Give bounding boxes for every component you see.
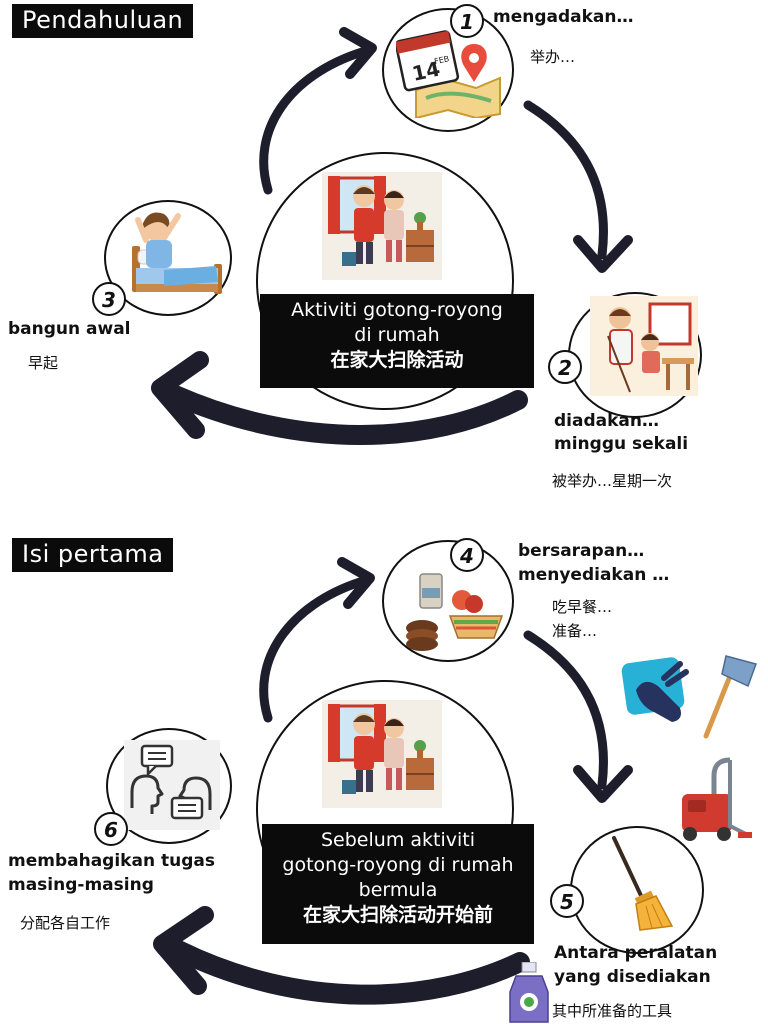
step-1-number: 1	[450, 4, 484, 38]
step-6-label: membahagikan tugas	[8, 851, 215, 871]
step-2-cn: 被举办…星期一次	[552, 472, 673, 490]
step-3-cn: 早起	[28, 354, 59, 372]
step-5-label: Antara peralatan	[554, 943, 718, 963]
center-line: bermula	[358, 879, 438, 901]
step-6-number: 6	[94, 812, 128, 846]
step-4-cn: 吃早餐…	[552, 598, 613, 616]
step-3-number: 3	[92, 282, 126, 316]
breakfast-food-icon	[406, 573, 504, 651]
center-line: gotong-royong di rumah	[282, 854, 514, 876]
step-4-circle	[382, 540, 514, 662]
step-4-label: bersarapan…	[518, 541, 645, 561]
child-waking-up-icon	[132, 212, 222, 294]
step-5-label: yang disediakan	[554, 967, 711, 987]
section-tag-isi-pertama: Isi pertama	[12, 538, 174, 572]
center-line: Sebelum aktiviti	[321, 829, 475, 851]
svg-text:FEB: FEB	[433, 54, 450, 66]
step-1-label: mengadakan…	[493, 7, 634, 27]
step-2-label: minggu sekali	[554, 434, 689, 454]
center-title-box: Sebelum aktiviti gotong-royong di rumah …	[262, 824, 534, 944]
step-5-cn: 其中所准备的工具	[552, 1002, 673, 1020]
step-3-label: bangun awal	[8, 319, 131, 339]
center-title-box: Aktiviti gotong-royong di rumah 在家大扫除活动	[260, 294, 534, 388]
family-cleaning-icon	[322, 172, 442, 280]
vacuum-cleaner-icon	[682, 757, 752, 841]
center-line: Aktiviti gotong-royong	[291, 299, 503, 321]
step-1-cn: 举办…	[530, 48, 576, 66]
step-2-number: 2	[548, 350, 582, 384]
detergent-bottle-icon	[509, 962, 549, 1023]
discussion-heads-icon	[124, 740, 220, 830]
broom-icon	[612, 836, 674, 931]
family-cleaning-icon	[590, 296, 698, 396]
arrow-3-to-1	[259, 47, 367, 195]
section-tag-pendahuluan: Pendahuluan	[12, 4, 194, 38]
step-2-label: diadakan…	[554, 411, 659, 431]
step-5-number: 5	[550, 884, 584, 918]
step-6-cn: 分配各自工作	[20, 914, 111, 932]
arrow-2-to-3	[165, 385, 528, 445]
arrow-4-to-5	[523, 630, 608, 790]
center-cn: 在家大扫除活动	[330, 349, 464, 371]
center-line: di rumah	[354, 324, 440, 346]
arrow-1-to-2	[523, 100, 608, 260]
step-4-number: 4	[450, 538, 484, 572]
calendar-map-icon: 14 FEB	[396, 30, 501, 118]
step-4-label: menyediakan …	[518, 565, 670, 585]
step-4-cn: 准备…	[552, 622, 598, 640]
arrow-6-to-4	[259, 577, 365, 723]
step-6-label: masing-masing	[8, 875, 154, 895]
svg-text:14: 14	[410, 57, 442, 86]
arrow-5-to-6	[168, 940, 530, 1005]
glove-sponge-axe-icon	[621, 655, 757, 739]
family-cleaning-icon	[322, 700, 442, 808]
center-cn: 在家大扫除活动开始前	[302, 904, 493, 926]
